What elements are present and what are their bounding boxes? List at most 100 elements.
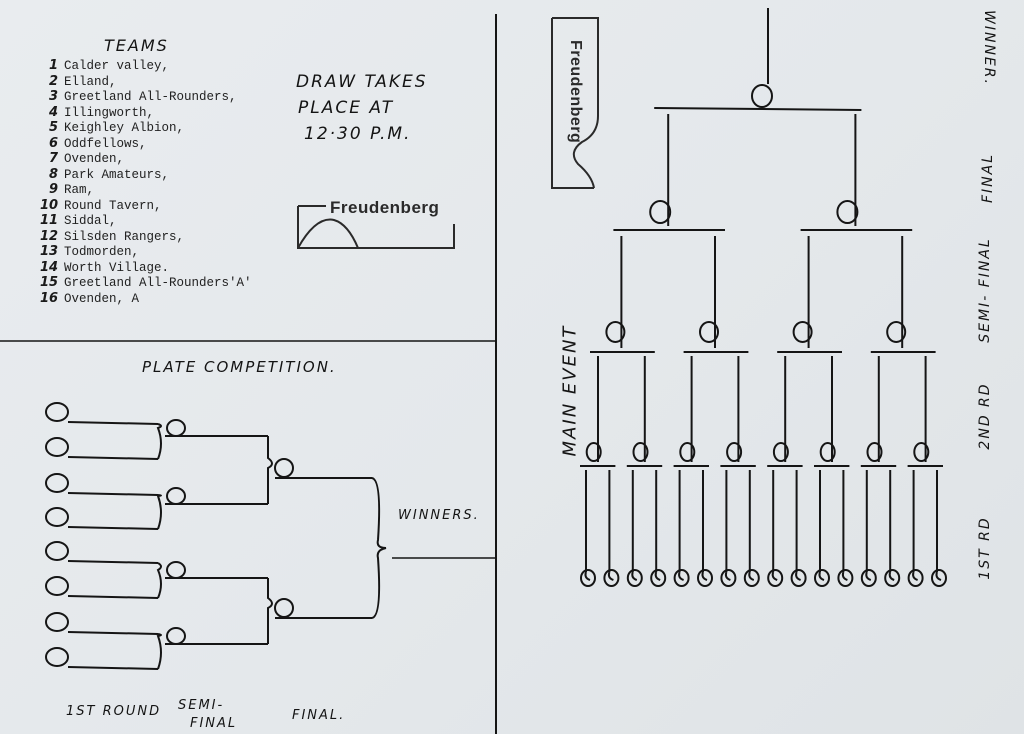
team-row: 7 Ovenden, [40, 151, 124, 166]
plate-semi-circle [166, 419, 186, 437]
team-name: Ovenden, A [64, 291, 140, 306]
plate-semi-label-1: SEMI- [178, 698, 225, 713]
sponsor-logo-shape [297, 205, 455, 249]
main-r2-circle [632, 442, 649, 462]
sponsor-logo-vertical-text: Freudenberg [567, 40, 584, 144]
main-semi-circle [886, 321, 907, 343]
main-r1-tick [607, 571, 614, 581]
plate-r1-line [67, 421, 159, 425]
main-r1-tick [841, 571, 848, 581]
main-r1-tick [865, 571, 872, 581]
main-r1-circle [603, 569, 620, 587]
draw-note-line-1: DRAW TAKES [296, 72, 428, 92]
plate-final-label: FINAL. [292, 708, 346, 723]
main-final-circle [649, 200, 672, 224]
main-r1-tick [631, 571, 638, 581]
plate-semi-brace [267, 578, 273, 644]
team-number: 13 [40, 244, 59, 259]
team-name: Worth Village. [64, 260, 170, 275]
round-label-winner: WINNER. [981, 10, 997, 86]
sponsor-logo: Freudenberg [296, 196, 456, 252]
team-number: 16 [40, 290, 59, 306]
plate-r1-line [67, 666, 159, 670]
team-name: Ovenden, [64, 152, 125, 166]
main-r2-circle [913, 442, 930, 462]
main-r1-circle [743, 569, 760, 587]
main-r2-circle [679, 442, 696, 462]
plate-r1-brace [156, 562, 162, 599]
plate-r1-line [67, 560, 159, 564]
team-name: Greetland All-Rounders, [64, 90, 237, 104]
plate-semi-label-2: FINAL [190, 716, 238, 731]
main-r1-circle [626, 569, 643, 587]
team-name: Calder valley, [64, 59, 170, 73]
team-number: 7 [48, 151, 58, 166]
plate-r1-circle [45, 541, 69, 561]
main-r1-tick [818, 571, 825, 581]
main-r1-circle [767, 569, 784, 587]
team-number: 9 [48, 182, 58, 197]
team-name: Greetland All-Rounders'A' [64, 276, 252, 290]
team-name: Keighley Albion, [64, 121, 185, 135]
main-r1-circle [837, 569, 854, 587]
round-label-semi: SEMI- FINAL [977, 237, 993, 343]
team-row: 16 Ovenden, A [40, 291, 139, 306]
team-name: Park Amateurs, [64, 167, 170, 182]
plate-semi-circle [166, 487, 186, 505]
sponsor-logo-text: Freudenberg [330, 198, 440, 217]
main-r1-tick [654, 571, 661, 581]
plate-r1-circle [45, 402, 69, 422]
team-row: 8 Park Amateurs, [40, 167, 169, 182]
main-r1-tick [795, 571, 801, 581]
team-number: 8 [48, 166, 58, 182]
main-r1-tick [678, 571, 684, 581]
plate-winners-label: WINNERS. [398, 508, 480, 523]
plate-r1-circle [45, 473, 69, 493]
main-r1-circle [720, 569, 737, 587]
main-r2-circle [819, 442, 836, 462]
team-name: Silsden Rangers, [64, 229, 185, 244]
main-r1-circle [580, 569, 596, 587]
round-label-first: 1ST RD [977, 516, 993, 580]
team-row: 1 Calder valley, [40, 58, 169, 73]
round-label-final: FINAL [980, 152, 996, 204]
plate-r1-line [67, 526, 159, 530]
main-r1-circle [884, 569, 901, 587]
team-row: 13 Todmorden, [40, 244, 139, 259]
team-name: Round Tavern, [64, 198, 162, 213]
team-number: 14 [40, 259, 59, 275]
main-r1-circle [860, 569, 877, 587]
main-final-circle [836, 200, 859, 224]
team-number: 6 [48, 135, 58, 151]
team-name: Oddfellows, [64, 136, 147, 151]
team-name: Ram, [64, 183, 95, 197]
team-row: 9 Ram, [40, 182, 94, 197]
plate-r1-circle [45, 437, 69, 457]
main-r1-tick [584, 571, 591, 581]
main-r1-tick [888, 571, 895, 581]
plate-semi-brace [267, 436, 273, 504]
plate-r1-line [67, 492, 159, 496]
team-number: 1 [48, 58, 58, 73]
plate-r1-circle [45, 507, 69, 527]
main-r2-circle [772, 442, 789, 462]
main-r1-tick [748, 571, 755, 581]
main-semi-circle [792, 321, 813, 343]
main-r2-circle [585, 442, 602, 462]
plate-semi-circle [166, 627, 186, 645]
plate-round1-label: 1ST ROUND [66, 704, 162, 719]
plate-final-brace [371, 477, 387, 619]
main-r2-circle [866, 442, 883, 462]
plate-title: PLATE COMPETITION. [142, 358, 337, 376]
team-name: Todmorden, [64, 245, 140, 259]
team-number: 4 [48, 104, 58, 120]
plate-r1-line [67, 631, 159, 635]
